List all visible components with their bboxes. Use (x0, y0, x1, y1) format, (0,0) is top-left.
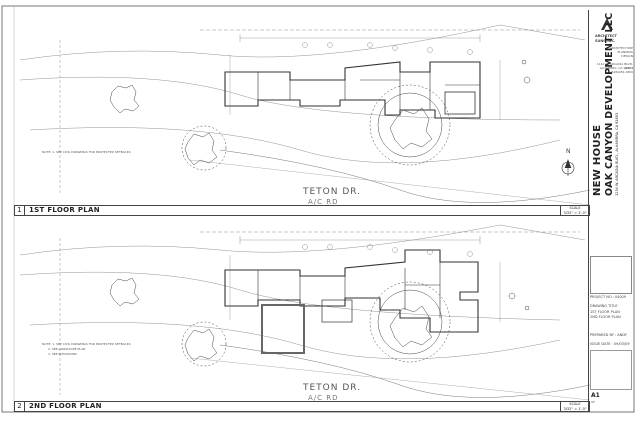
project-number: PROJECT NO.: 04009 (590, 295, 627, 299)
key-plan (590, 256, 632, 294)
sheet-of: OF (591, 400, 596, 404)
first-floor-walls (224, 61, 481, 119)
firm-line-4: 1141 W. ARCADIA BLVD. #201 (596, 62, 633, 70)
revision-box (590, 350, 632, 390)
drawing-title-label: DRAWING TITLE (590, 304, 618, 308)
plan-scale: SCALE 3/32" = 1'-0" (560, 402, 589, 411)
note-plan-1: NOTE: 1. SEE CIVIL DRAWINGS FOR PROTECTE… (42, 150, 131, 154)
second-floor-walls (224, 249, 479, 354)
street-label-2: TETON DR. (303, 383, 362, 393)
project-address: 1234 W. ARCADIA BLVD., ALHAMBRA, CA 9180… (615, 112, 619, 196)
title-block: ARCHITECT SUNG INC. ARCHITECTURE PLANNIN… (588, 10, 635, 412)
firm-logo-icon (601, 18, 613, 30)
project-line-2: OAK CANYON DEVELOPMENT LLC (604, 12, 615, 196)
note-plan-2b: 2. SEE LANDSCAPE PLAN (48, 347, 86, 351)
plan-title: 2ND FLOOR PLAN (29, 402, 102, 410)
firm-line-6: (626)284-1800 (610, 70, 633, 74)
firm-line-2: PLANNING (617, 50, 633, 54)
street-label-1: TETON DR. (303, 187, 362, 197)
first-floor-plan (19, 24, 591, 206)
drawing-title-1: 1ST FLOOR PLAN (590, 310, 620, 314)
plan-scale: SCALE 3/32" = 1'-0" (560, 206, 589, 215)
plan-number: 2 (15, 402, 25, 411)
project-line-1: NEW HOUSE (592, 124, 603, 196)
firm-line-5: ALHAMBRA, CA 91803 (599, 66, 633, 70)
firm-name: ARCHITECT SUNG INC. (595, 34, 617, 43)
street-sub-2: A/C RD (308, 394, 339, 402)
firm-line-3: DESIGN (621, 54, 633, 58)
north-label: N (566, 148, 571, 155)
plan-title-bar-1: 1 1ST FLOOR PLAN SCALE 3/32" = 1'-0" (14, 205, 590, 216)
project-title: NEW HOUSE OAK CANYON DEVELOPMENT LLC 123… (592, 12, 620, 196)
sheet-number: A1 (591, 392, 600, 399)
issue-date: ISSUE DATE : 09/03/09 (590, 342, 630, 346)
plan-number: 1 (15, 206, 25, 215)
plan-title: 1ST FLOOR PLAN (29, 206, 100, 214)
firm-line-1: ARCHITECTURE (609, 46, 633, 50)
drawing-title-2: 2ND FLOOR PLAN (590, 315, 621, 319)
prepared-by: PREPARED BY : ANDY (590, 333, 627, 337)
second-floor-plan (19, 224, 591, 401)
note-plan-2: NOTE: 1. SEE CIVIL DRAWINGS FOR PROTECTE… (42, 342, 131, 346)
note-plan-2c: 3. SEE ELEVATIONS (48, 352, 77, 356)
plan-title-bar-2: 2 2ND FLOOR PLAN SCALE 3/32" = 1'-0" (14, 401, 590, 412)
street-sub-1: A/C RD (308, 198, 339, 206)
